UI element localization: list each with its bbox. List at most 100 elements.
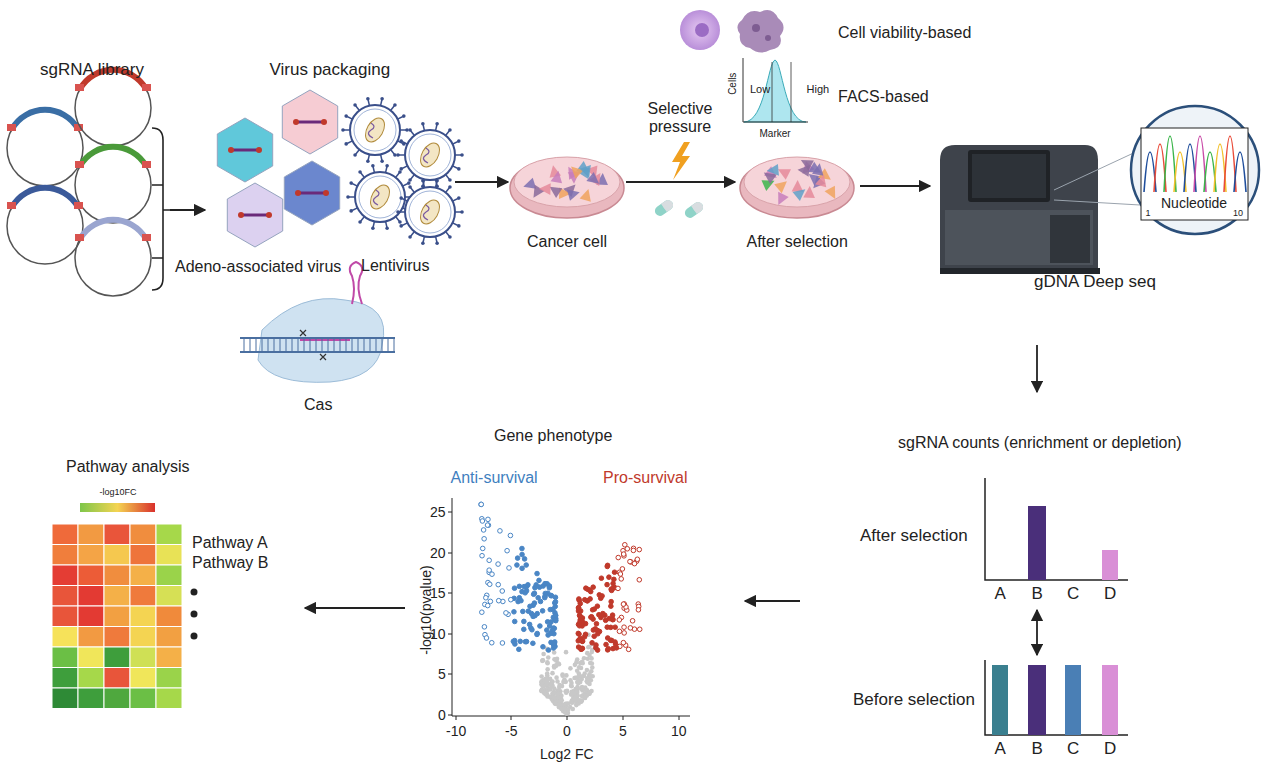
drawing-circle [191, 589, 198, 596]
drawing-circle [512, 610, 517, 615]
drawing-circle [631, 548, 636, 553]
sequencer [940, 145, 1140, 274]
drawing-circle [564, 650, 569, 655]
drawing-circle [609, 604, 614, 609]
drawing-circle [621, 552, 626, 557]
drawing-circle [524, 639, 529, 644]
drawing-circle [590, 665, 595, 670]
stage-group: Cancer cell [508, 140, 626, 255]
drawing-path [80, 147, 146, 166]
drawing-circle [402, 114, 406, 118]
drawing-rect [1028, 665, 1046, 735]
drawing-circle [582, 671, 587, 676]
drawing-circle [500, 641, 505, 646]
drawing-g [653, 198, 675, 218]
drawing-circle [75, 70, 151, 146]
drawing-circle [542, 595, 547, 600]
drawing-circle [630, 618, 635, 623]
drawing-circle [266, 212, 272, 218]
diagram-label: 5 [619, 723, 627, 739]
flow-arrow [305, 607, 405, 609]
drawing-circle [622, 631, 627, 636]
drawing-path [12, 110, 78, 129]
drawing-circle [496, 562, 501, 567]
drawing-circle [323, 190, 329, 196]
drawing-ellipse [417, 197, 444, 228]
drawing-circle [619, 577, 624, 582]
drawing-circle [399, 196, 403, 200]
stage-label: Virus packaging [270, 60, 391, 80]
drawing-circle [594, 643, 599, 648]
drawing-circle [398, 170, 402, 174]
diagram-label: 20 [430, 545, 446, 561]
drawing-rect [52, 688, 78, 709]
drawing-rect [74, 202, 83, 209]
drawing-circle [498, 529, 503, 534]
drawing-path [1054, 150, 1140, 205]
drawing-g [7, 188, 83, 264]
diagram-label: 1 [1146, 208, 1151, 218]
diagram-label: D [1104, 584, 1116, 604]
drawing-g [1144, 136, 1246, 192]
drawing-path [240, 338, 395, 352]
drawing-circle [583, 632, 588, 637]
drawing-polygon [791, 185, 806, 201]
drawing-circle [617, 629, 622, 634]
drawing-circle [321, 119, 327, 125]
drawing-circle [520, 546, 525, 551]
drawing-circle [532, 591, 537, 596]
stage-label: After selection [860, 526, 968, 546]
drawing-circle [530, 627, 535, 632]
drawing-circle [358, 170, 362, 174]
diagram-label: A [995, 739, 1006, 759]
drawing-circle [578, 601, 583, 606]
flow-arrow [1036, 610, 1038, 655]
drawing-circle [577, 632, 582, 637]
drawing-circle [577, 613, 582, 618]
drawing-circle [569, 700, 574, 705]
drawing-circle [508, 597, 513, 602]
drawing-polygon [778, 168, 792, 180]
drawing-circle [587, 672, 592, 677]
drawing-rect [78, 627, 104, 648]
drawing-circle [550, 684, 555, 689]
drawing-circle [435, 241, 439, 245]
diagram-label: -log10(pvalue) [418, 565, 434, 655]
diagram-label: Pathway B [192, 554, 268, 572]
drawing-circle [559, 698, 564, 703]
aav-particles [217, 90, 339, 247]
drawing-circle [448, 178, 452, 182]
drawing-circle [354, 109, 396, 151]
drawing-rect [142, 161, 151, 168]
drawing-path [12, 188, 78, 207]
stage-label: Pathway analysis [66, 458, 190, 476]
drawing-ellipse [514, 157, 620, 207]
drawing-rect [104, 647, 130, 668]
diagram-label: B [1032, 584, 1043, 604]
drawing-circle [487, 582, 492, 587]
drawing-polygon [813, 175, 827, 190]
drawing-circle [393, 103, 397, 107]
drawing-circle [353, 103, 357, 107]
flow-arrow [860, 185, 930, 187]
drawing-circle [512, 586, 517, 591]
drawing-circle [610, 613, 615, 618]
stage-label: Cancer cell [527, 233, 607, 251]
bullets [191, 589, 198, 640]
diagram-label: B [1032, 739, 1043, 759]
drawing-rect [992, 665, 1008, 735]
drawing-circle [632, 561, 637, 566]
drawing-circle [541, 652, 546, 657]
drawing-circle [344, 114, 348, 118]
magnifier [1131, 106, 1259, 234]
drawing-circle [487, 568, 492, 573]
facs-histogram [743, 58, 808, 122]
drawing-path [985, 478, 1128, 580]
drawing-circle [552, 641, 557, 646]
diagram-label: 0 [438, 707, 446, 723]
drawing-polygon [808, 162, 821, 173]
drawing-circle [496, 582, 501, 587]
diagram-label: 10 [1233, 208, 1243, 218]
drawing-circle [507, 566, 512, 571]
drawing-rect [130, 586, 156, 607]
